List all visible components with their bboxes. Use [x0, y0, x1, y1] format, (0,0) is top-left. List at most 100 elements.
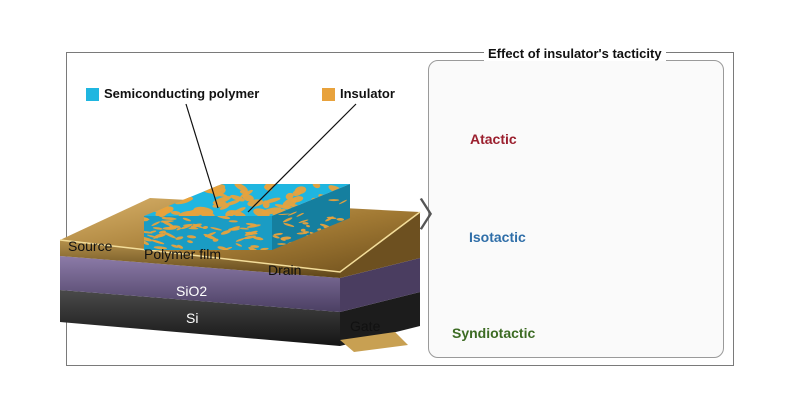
- insulator-domain: [306, 224, 310, 228]
- insulator-domain: [277, 243, 286, 245]
- insulator-domain: [328, 199, 340, 202]
- sio2-layer-front: [60, 256, 340, 312]
- insulator-domain: [220, 230, 231, 235]
- insulator-domain: [163, 231, 177, 239]
- panel-title: Effect of insulator's tacticity: [484, 46, 666, 61]
- insulator-domain: [243, 235, 256, 240]
- source-label: Source: [68, 238, 113, 254]
- insulator-domain: [202, 225, 208, 230]
- insulator-domain: [144, 184, 154, 188]
- insulator-domain: [300, 228, 306, 232]
- insulator-domain: [252, 236, 264, 241]
- gold-edge-front: [60, 240, 340, 278]
- insulator-domain: [239, 227, 250, 230]
- legend-semiconducting-label: Semiconducting polymer: [104, 86, 260, 101]
- insulator-domain: [210, 227, 223, 231]
- insulator-domain: [298, 219, 309, 224]
- insulator-domain: [225, 210, 235, 216]
- insulator-domain: [317, 228, 322, 231]
- insulator-domain: [228, 220, 238, 223]
- drain-label: Drain: [268, 262, 302, 278]
- insulator-domain: [158, 216, 167, 219]
- insulator-domain: [222, 246, 233, 250]
- insulator-domain: [282, 217, 293, 223]
- insulator-domain: [152, 227, 163, 230]
- sio2-layer-side: [340, 258, 420, 312]
- insulator-domain: [144, 231, 153, 234]
- atactic-label: Atactic: [470, 131, 517, 147]
- semiconducting-swatch: [86, 88, 99, 101]
- insulator-domain: [302, 222, 309, 225]
- insulator-domain: [144, 217, 150, 221]
- insulator-domain: [235, 238, 245, 242]
- si-layer-front: [60, 290, 340, 346]
- insulator-domain: [234, 184, 248, 192]
- insulator-domain: [212, 201, 227, 208]
- insulator-domain: [150, 239, 164, 245]
- insulator-domain: [248, 246, 259, 250]
- insulator-domain: [287, 211, 298, 216]
- insulator-domain: [326, 216, 337, 220]
- insulator-domain: [176, 227, 182, 231]
- insulator-domain: [339, 199, 347, 205]
- insulator-domain: [203, 233, 217, 240]
- insulator-domain: [217, 216, 231, 220]
- insulator-domain: [262, 200, 270, 209]
- insulator-domain: [291, 196, 304, 203]
- insulator-domain: [213, 187, 226, 197]
- insulator-domain: [175, 236, 184, 240]
- insulator-domain: [292, 189, 302, 197]
- insulator-domain: [228, 227, 240, 231]
- insulator-domain: [151, 221, 161, 227]
- insulator-domain: [212, 196, 232, 205]
- insulator-domain: [253, 208, 270, 216]
- pointer-insulator: [247, 103, 357, 213]
- insulator-domain: [283, 223, 295, 227]
- insulator-domain: [303, 231, 310, 234]
- si-layer-side: [340, 292, 420, 346]
- insulator-domain: [250, 245, 260, 248]
- insulator-swatch: [322, 88, 335, 101]
- insulator-domain: [170, 210, 181, 215]
- insulator-domain: [187, 240, 193, 244]
- insulator-domain: [179, 187, 187, 193]
- insulator-domain: [246, 224, 261, 228]
- insulator-domain: [144, 236, 153, 242]
- insulator-domain: [230, 194, 245, 202]
- insulator-domain: [183, 224, 191, 226]
- gate-electrode: [340, 332, 408, 352]
- legend-insulator-label: Insulator: [340, 86, 395, 101]
- insulator-domain: [260, 247, 269, 250]
- insulator-domain: [280, 236, 292, 240]
- insulator-domain: [188, 227, 199, 230]
- sio2-label: SiO2: [176, 283, 208, 299]
- pointer-semiconducting: [185, 103, 219, 209]
- insulator-domain: [161, 220, 174, 227]
- insulator-domain: [178, 210, 197, 216]
- gold-edge-side: [340, 212, 420, 278]
- isotactic-label: Isotactic: [469, 229, 526, 245]
- chevron-right-icon: 〉: [418, 196, 452, 236]
- insulator-domain: [182, 217, 191, 222]
- insulator-domain: [154, 233, 166, 238]
- insulator-domain: [235, 243, 243, 247]
- figure-frame: [66, 52, 734, 366]
- insulator-domain: [312, 184, 321, 189]
- insulator-domain: [336, 217, 345, 221]
- insulator-domain: [193, 206, 214, 216]
- insulator-domain: [278, 213, 291, 216]
- insulator-domain: [296, 212, 304, 217]
- insulator-domain: [273, 232, 283, 236]
- insulator-domain: [240, 189, 253, 198]
- polymer-film-label: Polymer film: [144, 246, 222, 262]
- insulator-domain: [144, 240, 149, 246]
- insulator-domain: [153, 246, 168, 250]
- insulator-domain: [245, 222, 258, 226]
- insulator-domain: [171, 244, 179, 248]
- insulator-domain: [225, 200, 240, 206]
- tacticity-panel: [428, 60, 724, 358]
- insulator-domain: [244, 231, 258, 235]
- edge-highlight: [59, 211, 421, 273]
- insulator-domain: [159, 206, 174, 215]
